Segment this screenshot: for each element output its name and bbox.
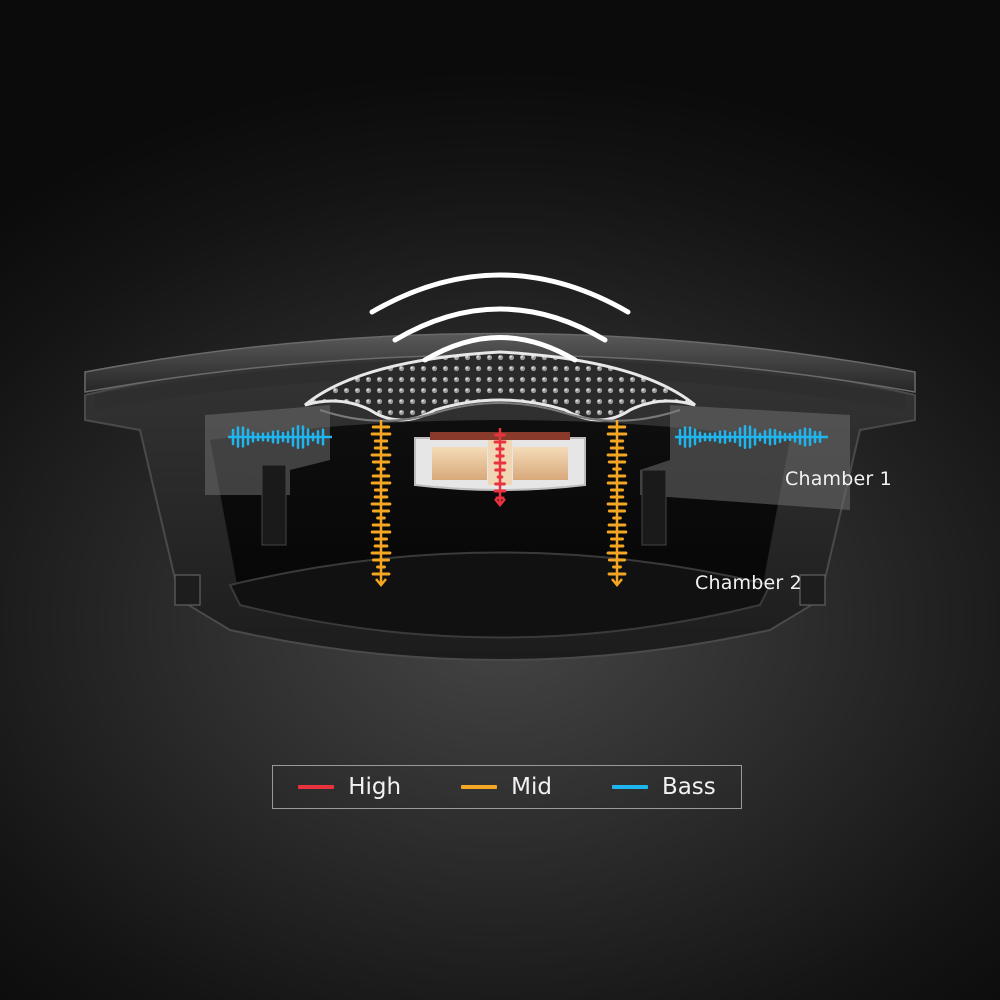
legend-item-high: High xyxy=(298,774,401,800)
legend-label-high: High xyxy=(348,774,401,800)
left-foot xyxy=(175,575,200,605)
legend-item-mid: Mid xyxy=(461,774,552,800)
chamber-2-label: Chamber 2 xyxy=(695,572,802,594)
wave-arc-large xyxy=(372,275,628,312)
legend-label-bass: Bass xyxy=(662,774,716,800)
legend-label-mid: Mid xyxy=(511,774,552,800)
magnet-left xyxy=(432,447,487,480)
legend-swatch-mid xyxy=(461,785,497,789)
legend-item-bass: Bass xyxy=(612,774,716,800)
right-shelf xyxy=(640,405,850,510)
chamber-1-label: Chamber 1 xyxy=(785,468,892,490)
right-foot xyxy=(800,575,825,605)
legend-swatch-bass xyxy=(612,785,648,789)
magnet-right xyxy=(513,447,568,480)
left-rib xyxy=(262,465,286,545)
right-rib xyxy=(642,470,666,545)
frequency-legend: High Mid Bass xyxy=(272,765,742,809)
legend-swatch-high xyxy=(298,785,334,789)
